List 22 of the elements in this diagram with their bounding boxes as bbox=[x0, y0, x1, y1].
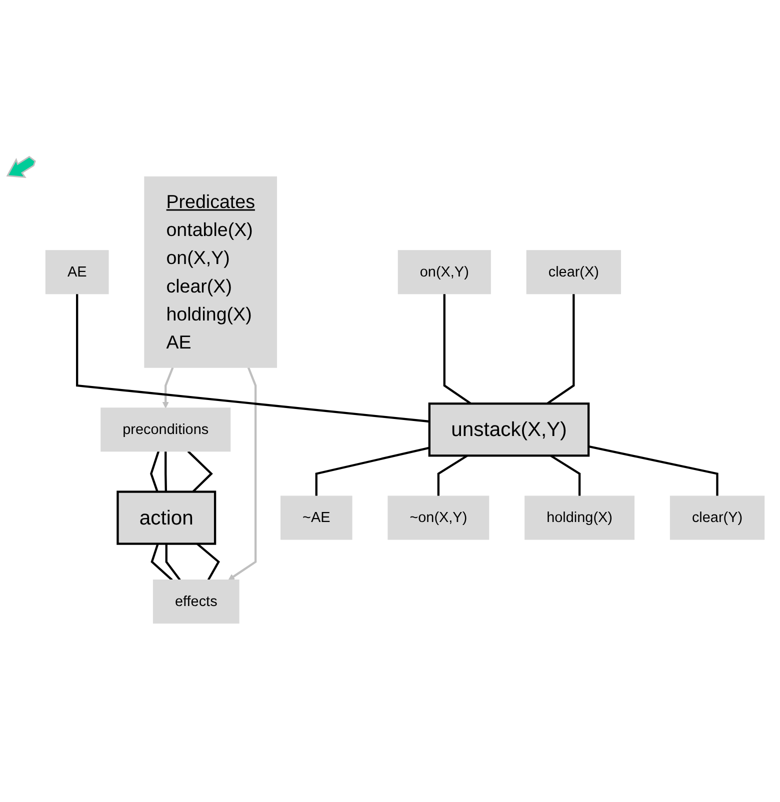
arrow bbox=[162, 367, 174, 408]
node-box: unstack(X,Y) bbox=[428, 402, 590, 457]
node-box: AE bbox=[45, 250, 109, 294]
node-box: ~on(X,Y) bbox=[388, 496, 490, 540]
node-box: holding(X) bbox=[524, 496, 635, 540]
connector bbox=[76, 294, 430, 423]
node-box: clear(Y) bbox=[670, 496, 765, 540]
connector bbox=[588, 445, 718, 496]
node-box: clear(X) bbox=[526, 250, 621, 294]
node-box: Predicates ontable(X) on(X,Y) clear(X) holding(X) AE bbox=[144, 176, 277, 368]
connector bbox=[150, 450, 160, 492]
connector bbox=[315, 446, 430, 496]
arrow bbox=[228, 367, 257, 580]
connector bbox=[443, 294, 472, 404]
connector bbox=[546, 294, 575, 404]
node-box: action bbox=[116, 490, 216, 545]
node-box: preconditions bbox=[100, 408, 231, 452]
node-box: effects bbox=[152, 580, 240, 624]
node-box: ~AE bbox=[280, 496, 352, 540]
node-box: on(X,Y) bbox=[398, 250, 491, 294]
connector bbox=[165, 544, 181, 581]
connector bbox=[164, 451, 168, 492]
